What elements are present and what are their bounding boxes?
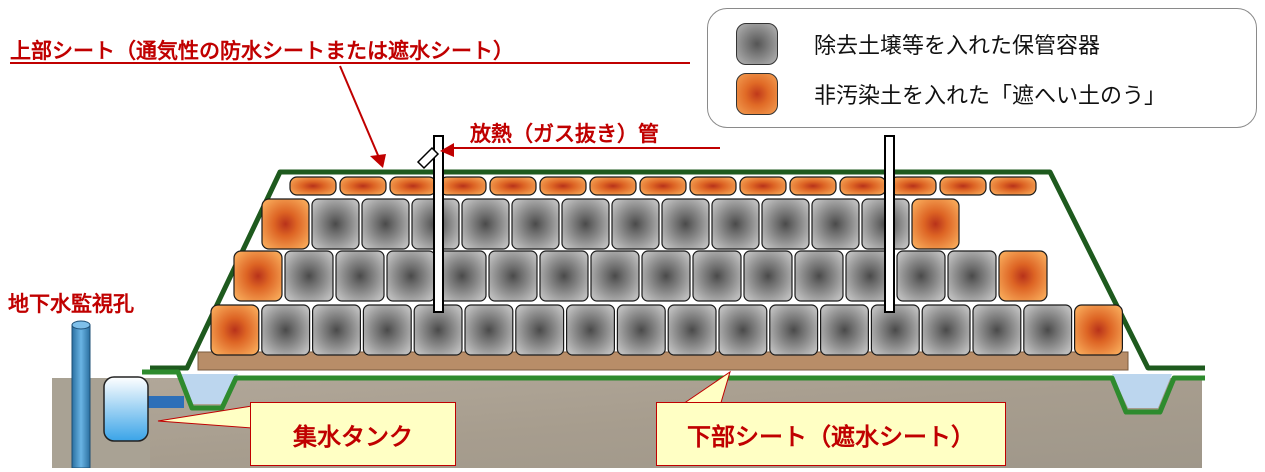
storage-container-row3-11 [718, 304, 768, 356]
storage-container-row3-17 [1023, 304, 1073, 356]
shield-sandbag-5 [489, 176, 537, 196]
monitoring-well-label: 地下水監視孔 [8, 292, 134, 316]
storage-container-row3-14 [870, 304, 920, 356]
shield-sandbag-6 [539, 176, 587, 196]
shield-sandbag-row3-18 [1073, 304, 1123, 356]
storage-container-row1-10 [711, 198, 760, 250]
orange-sandbag-icon [736, 73, 778, 115]
shield-sandbag-row1-1 [261, 198, 310, 250]
grey-container-icon [736, 23, 778, 65]
container-stack [210, 176, 1123, 356]
storage-container-row2-7 [539, 250, 589, 302]
storage-container-row1-6 [511, 198, 560, 250]
legend-label-container: 除去土壌等を入れた保管容器 [814, 34, 1101, 59]
bottom-sheet-line [142, 369, 1205, 415]
shield-sandbag-13 [889, 176, 937, 196]
storage-container-row1-9 [661, 198, 710, 250]
storage-container-row2-12 [794, 250, 844, 302]
storage-container-row1-7 [561, 198, 610, 250]
vent-cap [416, 146, 440, 170]
storage-container-row2-10 [692, 250, 742, 302]
storage-container-row2-14 [896, 250, 946, 302]
storage-container-row2-2 [284, 250, 334, 302]
tank-inlet-pipe [148, 396, 184, 408]
collection-tank-callout: 集水タンク [250, 402, 456, 466]
storage-container-row2-5 [437, 250, 487, 302]
top-sheet-leader [339, 65, 381, 161]
shield-sandbag-8 [639, 176, 687, 196]
vent-pipe-arrowhead [440, 143, 454, 157]
storage-container-row3-8 [565, 304, 615, 356]
collection-tank-label: 集水タンク [293, 422, 413, 451]
storage-container-row1-11 [761, 198, 810, 250]
shield-sandbag-row2-1 [233, 250, 283, 302]
shield-sandbag-row2-16 [998, 250, 1048, 302]
shield-sandbag-4 [439, 176, 487, 196]
storage-container-row3-9 [616, 304, 666, 356]
storage-container-row3-10 [667, 304, 717, 356]
vent-pipe-label: 放熱（ガス抜き）管 [470, 122, 659, 146]
shield-sandbag-10 [739, 176, 787, 196]
storage-container-row2-6 [488, 250, 538, 302]
storage-container-row3-2 [261, 304, 311, 356]
left-ditch-water [178, 374, 238, 404]
legend-label-sandbag: 非汚染土を入れた「遮へい土のう」 [814, 84, 1167, 109]
shield-sandbag-9 [689, 176, 737, 196]
shield-sandbag-row3-1 [210, 304, 260, 356]
shield-sandbag-row1-14 [911, 198, 960, 250]
storage-container-row2-4 [386, 250, 436, 302]
shield-sandbag-2 [339, 176, 387, 196]
legend-item-sandbag: 非汚染土を入れた「遮へい土のう」 [736, 71, 1166, 117]
top-sheet-arrowhead [370, 154, 386, 168]
shield-sandbag-15 [989, 176, 1037, 196]
storage-container-row2-9 [641, 250, 691, 302]
storage-container-row3-4 [362, 304, 412, 356]
legend-box: 除去土壌等を入れた保管容器 非汚染土を入れた「遮へい土のう」 [707, 8, 1257, 128]
vent-pipe-left [433, 135, 444, 313]
shield-sandbag-11 [789, 176, 837, 196]
shield-sandbag-12 [839, 176, 887, 196]
storage-container-row2-15 [947, 250, 997, 302]
monitoring-well-top [71, 320, 91, 330]
storage-container-row2-8 [590, 250, 640, 302]
monitoring-well-pipe [71, 324, 91, 469]
storage-container-row3-3 [312, 304, 362, 356]
storage-container-row1-3 [361, 198, 410, 250]
storage-container-row1-5 [461, 198, 510, 250]
bottom-sheet-label: 下部シート（遮水シート） [687, 422, 975, 451]
storage-container-row1-12 [811, 198, 860, 250]
shield-sandbag-7 [589, 176, 637, 196]
storage-container-row3-12 [769, 304, 819, 356]
storage-container-row3-7 [515, 304, 565, 356]
top-sheet-label: 上部シート（通気性の防水シートまたは遮水シート） [10, 39, 514, 63]
vent-pipe-right [884, 135, 895, 313]
shield-sandbag-3 [389, 176, 437, 196]
storage-container-row1-8 [611, 198, 660, 250]
top-sheet-outline [150, 169, 1205, 371]
storage-container-row3-15 [921, 304, 971, 356]
right-ditch-water [1112, 374, 1172, 408]
storage-container-row3-13 [819, 304, 869, 356]
storage-container-row2-11 [743, 250, 793, 302]
storage-container-row2-3 [335, 250, 385, 302]
shield-sandbag-1 [289, 176, 337, 196]
collection-tank [103, 376, 149, 442]
storage-container-row3-6 [464, 304, 514, 356]
legend-item-container: 除去土壌等を入れた保管容器 [736, 21, 1100, 67]
storage-container-row3-16 [972, 304, 1022, 356]
storage-container-row1-2 [311, 198, 360, 250]
bottom-sheet-callout: 下部シート（遮水シート） [656, 402, 1006, 466]
shield-sandbag-14 [939, 176, 987, 196]
